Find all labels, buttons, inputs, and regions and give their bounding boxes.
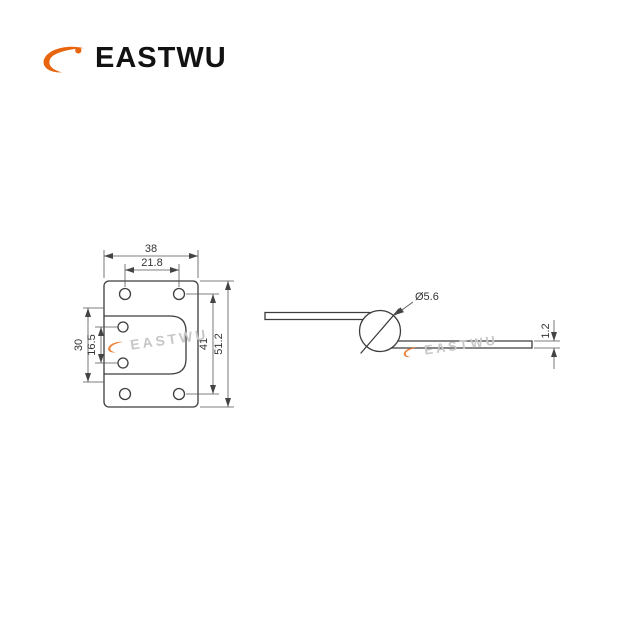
side-view-dimension-lines xyxy=(394,301,560,369)
brand-logo-text: EASTWU xyxy=(95,42,227,74)
inner-leaf-outline xyxy=(103,315,187,375)
brand-swoosh-icon xyxy=(43,46,84,73)
dim-label-height-slot-holes: 16.5 xyxy=(86,334,98,355)
front-view-outline xyxy=(103,280,199,408)
dim-label-height-holes: 41 xyxy=(198,338,210,350)
dim-label-height-slot: 30 xyxy=(73,339,85,351)
dim-label-thickness: 1.2 xyxy=(540,323,552,338)
dim-label-height-total: 51.2 xyxy=(213,333,225,354)
hole-bottom-right xyxy=(172,387,186,401)
hole-middle-bottom xyxy=(117,357,129,369)
dim-label-width-holes: 21.8 xyxy=(141,257,162,269)
hole-top-left xyxy=(118,287,132,301)
side-view-outline xyxy=(264,308,533,354)
hole-middle-top xyxy=(117,321,129,333)
dim-label-loop-diameter: Ø5.6 xyxy=(415,291,439,303)
hole-top-right xyxy=(172,287,186,301)
loop-diagonal-line xyxy=(360,308,400,354)
dim-label-width-total: 38 xyxy=(145,243,157,255)
brand-logo: EASTWU xyxy=(40,42,227,75)
plate-outline xyxy=(103,280,199,408)
front-view-dimension-lines xyxy=(83,250,234,408)
loop-circle xyxy=(358,309,402,353)
hole-bottom-left xyxy=(118,387,132,401)
